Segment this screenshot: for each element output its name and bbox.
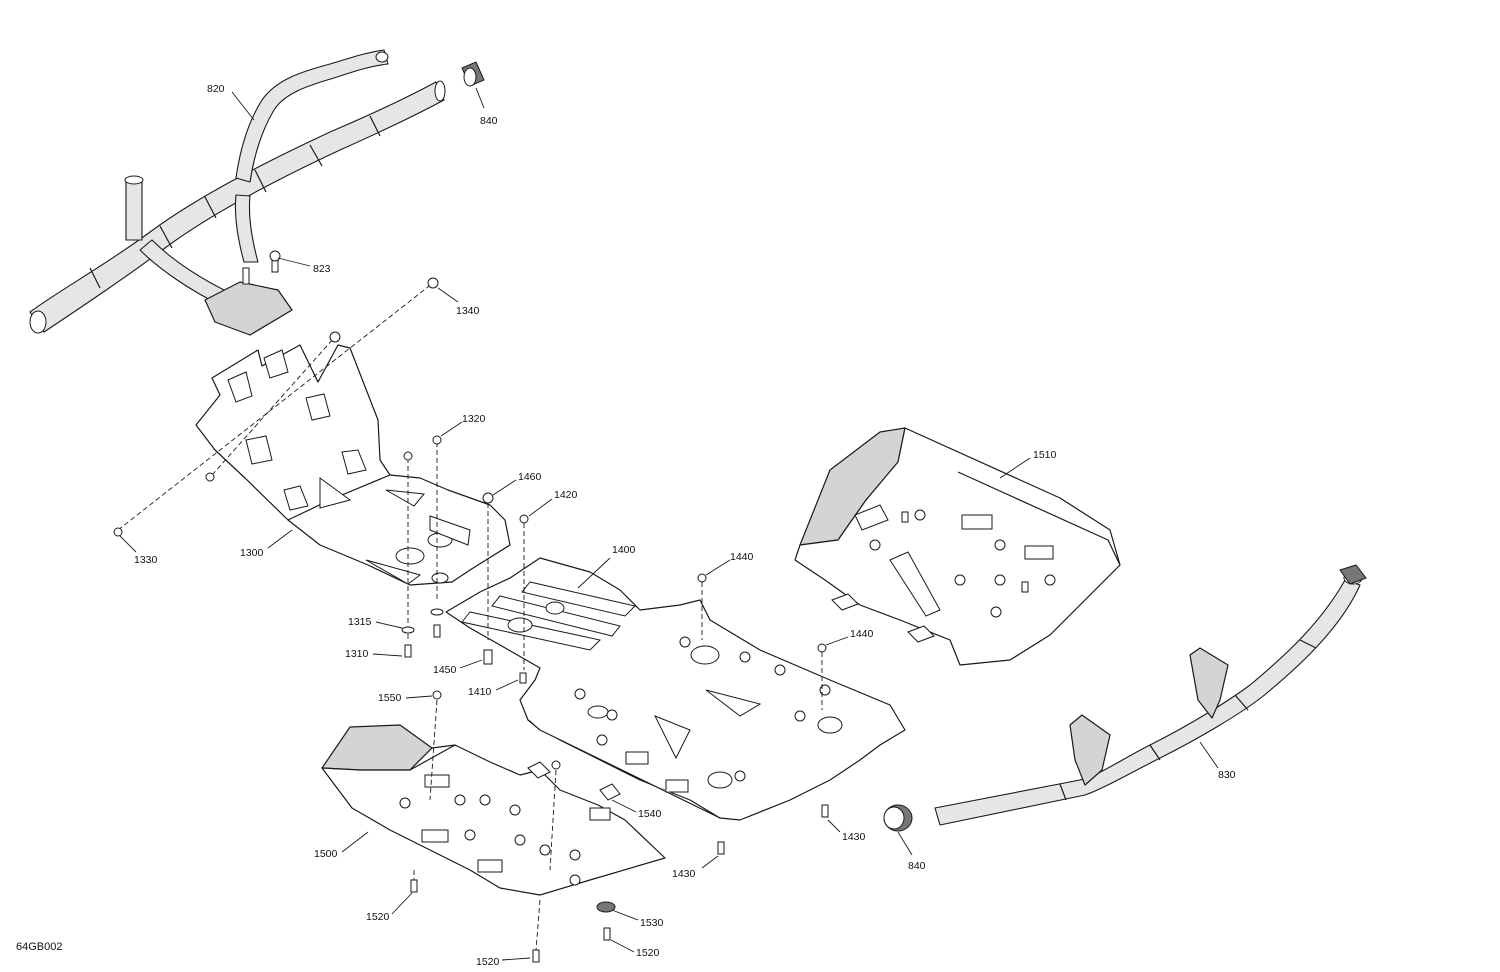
callout-830: 830 <box>1218 769 1236 781</box>
callout-823: 823 <box>313 263 331 275</box>
callout-840-rear: 840 <box>908 860 926 872</box>
right-skid-plate <box>794 427 1121 666</box>
callout-1300: 1300 <box>240 547 264 559</box>
callout-1440-upper: 1440 <box>730 551 754 563</box>
fastener-hardware <box>113 277 829 963</box>
callout-1530: 1530 <box>640 917 664 929</box>
figure-reference: 64GB002 <box>16 941 62 953</box>
callout-1340: 1340 <box>456 305 480 317</box>
front-bumper-tube <box>29 49 446 336</box>
callout-1520-bottom: 1520 <box>476 956 500 968</box>
end-cap-front <box>461 61 485 87</box>
leader-lines <box>119 87 1219 961</box>
callout-1420: 1420 <box>554 489 578 501</box>
callout-1315: 1315 <box>348 616 372 628</box>
callout-labels: 820 840 823 1340 1320 1460 1420 1330 130… <box>134 83 1236 968</box>
callout-820: 820 <box>207 83 225 95</box>
rear-bumper-tube <box>934 564 1367 826</box>
central-skid-plate <box>445 557 906 821</box>
callout-1520-right: 1520 <box>636 947 660 959</box>
callout-1320: 1320 <box>462 413 486 425</box>
left-skid-plate <box>321 724 666 896</box>
callout-1540: 1540 <box>638 808 662 820</box>
callout-840-front: 840 <box>480 115 498 127</box>
callout-1450: 1450 <box>433 664 457 676</box>
callout-1460: 1460 <box>518 471 542 483</box>
callout-1330: 1330 <box>134 554 158 566</box>
callout-1440-lower: 1440 <box>850 628 874 640</box>
callout-1500: 1500 <box>314 848 338 860</box>
callout-1430-right: 1430 <box>842 831 866 843</box>
end-cap-rear <box>883 804 913 832</box>
callout-1520-left: 1520 <box>366 911 390 923</box>
front-skid-plate <box>195 344 511 586</box>
callout-1550: 1550 <box>378 692 402 704</box>
callout-1510: 1510 <box>1033 449 1057 461</box>
callout-1430-left: 1430 <box>672 868 696 880</box>
callout-1310: 1310 <box>345 648 369 660</box>
callout-1400: 1400 <box>612 544 636 556</box>
callout-1410: 1410 <box>468 686 492 698</box>
